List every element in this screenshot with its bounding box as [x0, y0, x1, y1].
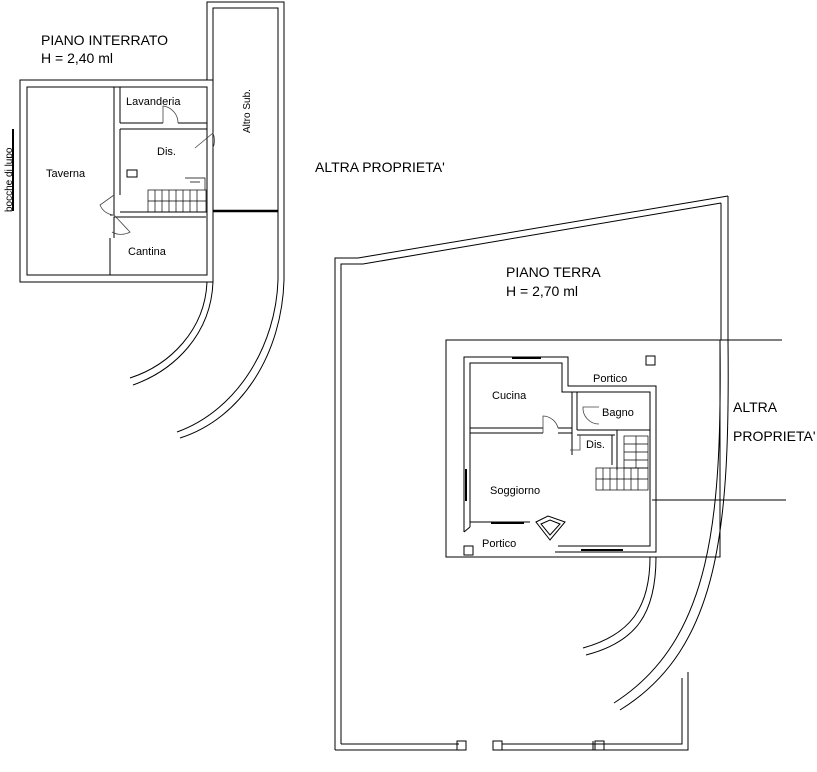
basement-staircase: [147, 177, 207, 213]
building-outer-walls: [445, 339, 721, 558]
ground-floor-interior-walls: [470, 392, 650, 523]
basement-light-well: [12, 129, 21, 211]
room-label-portico-bottom: Portico: [482, 538, 516, 550]
neighbor-label-right-line1: ALTRA: [733, 399, 778, 415]
fireplace: [535, 515, 566, 541]
basement-doors: [99, 105, 215, 235]
neighbor-boundary-lines: [652, 339, 786, 501]
ground-floor-doors: [542, 406, 600, 451]
ground-floor-height: H = 2,70 ml: [506, 283, 578, 299]
label-bocche-di-lupo: bocche di lupo: [4, 147, 15, 212]
room-label-altro-sub: Altro Sub.: [242, 89, 253, 133]
basement-outer-walls: [19, 1, 285, 283]
room-label-dis-basement: Dis.: [157, 146, 176, 158]
room-label-cucina: Cucina: [492, 390, 527, 402]
neighbor-label-right-line2: PROPRIETA': [733, 428, 816, 444]
room-label-dis-ground: Dis.: [586, 439, 605, 451]
room-label-taverna: Taverna: [46, 168, 86, 180]
lot-boundary: [334, 195, 729, 751]
basement-plan: [12, 1, 285, 439]
room-label-soggiorno: Soggiorno: [490, 485, 540, 497]
drawing-labels: PIANO INTERRATO H = 2,40 ml Lavanderia T…: [4, 32, 816, 550]
room-label-cantina: Cantina: [128, 246, 167, 258]
ground-floor-title: PIANO TERRA: [506, 264, 601, 280]
pillar-top-right: [645, 355, 656, 366]
ground-floor-plan: [334, 195, 786, 751]
room-label-lavanderia: Lavanderia: [126, 96, 181, 108]
room-label-portico-top: Portico: [593, 373, 627, 385]
ground-floor-driveway-ramp: [582, 339, 729, 711]
room-label-bagno: Bagno: [602, 407, 634, 419]
basement-fixture: [126, 169, 138, 178]
neighbor-label-top: ALTRA PROPRIETA': [315, 159, 445, 175]
basement-driveway-ramp: [129, 279, 285, 439]
basement-height: H = 2,40 ml: [41, 50, 113, 66]
ground-floor-staircase: [595, 435, 649, 491]
basement-interior-walls: [109, 87, 214, 275]
pillar-bottom-left: [463, 545, 474, 556]
basement-title: PIANO INTERRATO: [41, 32, 168, 48]
